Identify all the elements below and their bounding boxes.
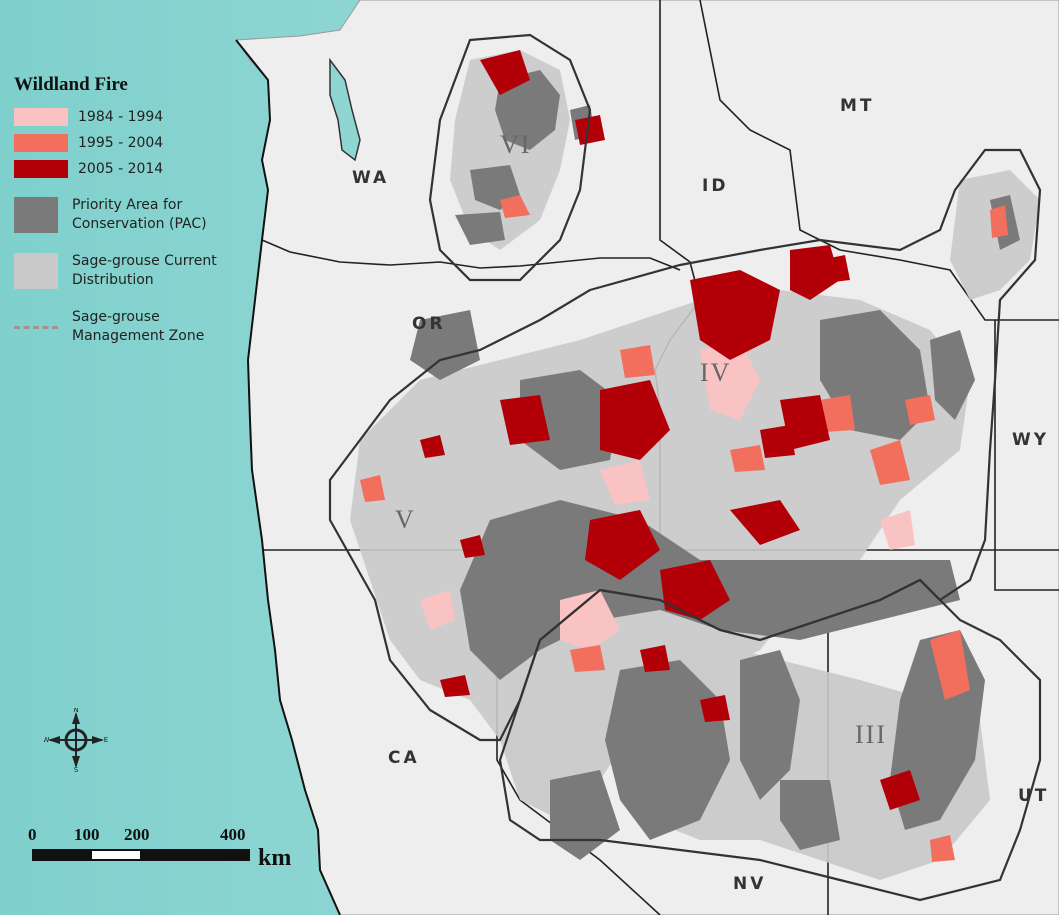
legend-item-pac: Priority Area for Conservation (PAC) <box>14 196 254 234</box>
north-arrow-compass-icon: N S E W <box>44 708 108 772</box>
coastline <box>235 39 341 915</box>
scale-tick-100: 100 <box>74 825 100 844</box>
state-label-nv: NV <box>733 874 767 894</box>
compass-n: N <box>73 708 78 714</box>
state-label-ut: UT <box>1018 786 1050 806</box>
legend-item-zone-line: Sage-grouse Management Zone <box>14 308 254 346</box>
fires-2005-2014 <box>420 50 920 810</box>
legend-label-1995-2004: 1995 - 2004 <box>78 135 164 151</box>
scale-tick-400: 400 <box>220 825 246 844</box>
zone-label-iii: III <box>855 720 887 749</box>
scale-unit: km <box>258 845 292 871</box>
legend-item-2005-2014: 2005 - 2014 <box>14 160 254 178</box>
legend-label-distribution-line1: Sage-grouse Current <box>72 253 217 269</box>
legend-swatch-1995-2004 <box>14 134 68 152</box>
compass-e: E <box>104 736 108 744</box>
state-label-ca: CA <box>388 748 420 768</box>
legend-swatch-pac <box>14 197 58 233</box>
scale-tick-0: 0 <box>28 825 37 844</box>
legend-label-distribution-line2: Distribution <box>72 272 154 288</box>
legend-swatch-distribution <box>14 253 58 289</box>
legend-swatch-zone-line <box>14 325 58 329</box>
state-label-id: ID <box>702 176 729 196</box>
legend-label-pac-line2: Conservation (PAC) <box>72 216 207 232</box>
scale-tick-200: 200 <box>124 825 150 844</box>
fires-1984-1994 <box>420 340 915 650</box>
compass-w: W <box>44 736 50 744</box>
state-label-or: OR <box>412 314 446 334</box>
zone-label-v: V <box>395 505 416 534</box>
state-label-wa: WA <box>352 168 390 188</box>
legend-swatch-2005-2014 <box>14 160 68 178</box>
legend-label-1984-1994: 1984 - 1994 <box>78 109 164 125</box>
legend-label-zone-line1: Sage-grouse <box>72 309 160 325</box>
legend-title: Wildland Fire <box>14 74 128 95</box>
compass-s: S <box>74 766 79 772</box>
legend-item-distribution: Sage-grouse Current Distribution <box>14 252 254 290</box>
legend-swatch-1984-1994 <box>14 108 68 126</box>
management-zones <box>328 33 1042 902</box>
legend-label-zone-line2: Management Zone <box>72 328 205 344</box>
state-label-wy: WY <box>1012 430 1050 450</box>
legend-label-2005-2014: 2005 - 2014 <box>78 161 164 177</box>
zone-label-iv: IV <box>700 358 732 387</box>
zone-label-vi: VI <box>500 130 532 159</box>
puget-sound <box>329 57 361 162</box>
fires-1995-2004 <box>360 195 1008 862</box>
legend-item-1995-2004: 1995 - 2004 <box>14 134 254 152</box>
legend-label-pac-line1: Priority Area for <box>72 197 183 213</box>
legend: Wildland Fire 1984 - 1994 1995 - 2004 20… <box>14 74 254 354</box>
scale-bar-graphic <box>32 849 250 861</box>
legend-item-1984-1994: 1984 - 1994 <box>14 108 254 126</box>
state-label-mt: MT <box>840 96 875 116</box>
